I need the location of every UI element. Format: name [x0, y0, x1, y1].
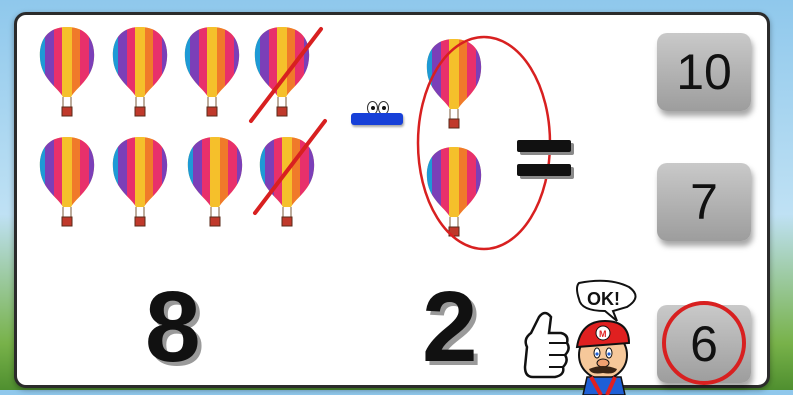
answer-choice-10[interactable]: 10 [657, 33, 751, 111]
hot-air-balloon-icon [183, 133, 247, 231]
equals-sign-icon [517, 140, 575, 188]
game-card: 8 2 OK! M 10 7 6 [14, 12, 770, 395]
hot-air-balloon-icon [180, 23, 244, 121]
answer-choice-label: 10 [676, 44, 732, 100]
subtrahend-number: 2 [422, 271, 478, 383]
hot-air-balloon-icon [35, 133, 99, 231]
hot-air-balloon-icon [108, 23, 172, 121]
strike-line-icon [249, 27, 323, 123]
mascot-speech-text: OK! [587, 289, 620, 309]
minus-sign-icon [347, 95, 409, 135]
thumbs-up-mascot-icon: OK! M [523, 279, 637, 395]
svg-text:M: M [599, 329, 607, 339]
hot-air-balloon-icon [35, 23, 99, 121]
selected-answer-ring [662, 301, 746, 385]
minuend-number: 8 [145, 271, 201, 383]
answer-choice-label: 6 [690, 316, 718, 372]
answer-choice-7[interactable]: 7 [657, 163, 751, 241]
hot-air-balloon-icon [108, 133, 172, 231]
strike-line-icon [253, 119, 327, 215]
answer-choice-label: 7 [690, 174, 718, 230]
